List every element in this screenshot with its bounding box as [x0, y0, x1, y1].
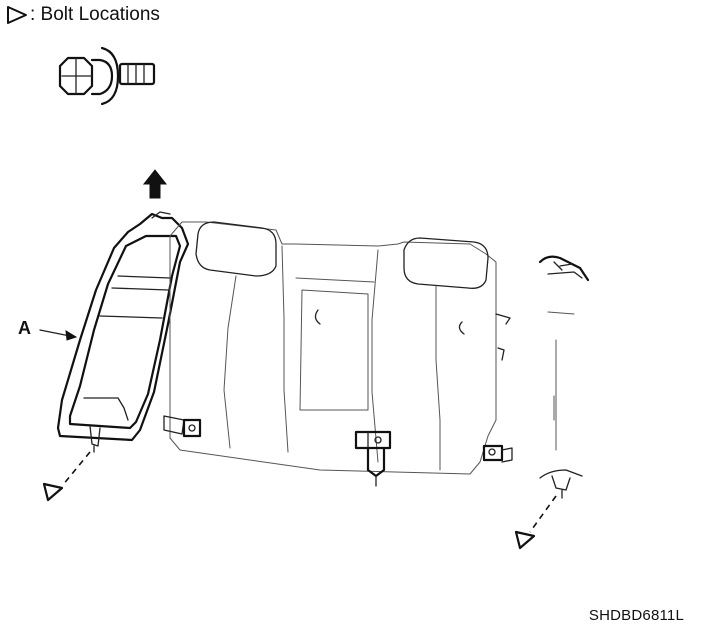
bolt-location-triangle-icon [7, 6, 27, 24]
figure-code: SHDBD6811L [588, 607, 684, 624]
rear-seat-back [163, 221, 513, 487]
bolt-location-triangle-icon [514, 530, 536, 550]
bolt-path-lines [61, 451, 557, 533]
right-side-bolster-panel [538, 255, 590, 499]
bolt-illustration [58, 46, 156, 106]
callout-label-a: A [18, 318, 31, 338]
legend: : Bolt Locations [6, 4, 160, 26]
removal-direction-arrow [142, 169, 168, 199]
side-bolster-panel-a [56, 211, 190, 453]
bolt-location-triangle-icon [42, 482, 64, 502]
legend-label: : Bolt Locations [30, 4, 160, 25]
callout-a-leader [39, 329, 78, 341]
